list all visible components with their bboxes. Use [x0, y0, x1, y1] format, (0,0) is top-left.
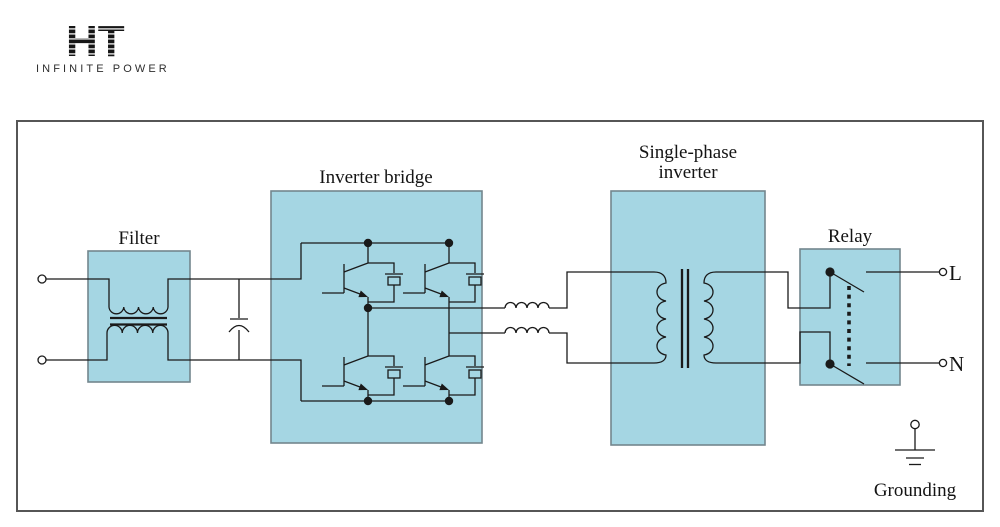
common-mode-choke — [46, 243, 302, 401]
single-phase-label-line2: inverter — [658, 162, 718, 183]
transformer — [611, 269, 765, 368]
logo-tagline: INFINITE POWER — [36, 63, 170, 75]
input-terminal-bottom — [37, 355, 47, 365]
filter-block — [87, 250, 191, 383]
grounding-label: Grounding — [874, 480, 957, 501]
line-terminal — [938, 267, 948, 277]
junction-dots — [363, 238, 454, 406]
dc-link-capacitor — [228, 279, 250, 360]
inverter-bridge-block — [270, 190, 483, 444]
relay-feed-top — [765, 271, 831, 309]
line-label: L — [949, 261, 962, 285]
relay-feed-bottom — [765, 331, 831, 364]
input-terminal-top — [37, 274, 47, 284]
filter-label: Filter — [118, 228, 160, 249]
ground-symbol — [895, 419, 935, 466]
neutral-terminal — [938, 358, 948, 368]
single-phase-label-line1: Single-phase — [639, 142, 737, 163]
relay-label: Relay — [828, 226, 873, 247]
logo-monogram: HT — [66, 17, 125, 60]
single-phase-inverter-block — [610, 190, 766, 446]
relay-contact-top — [825, 267, 939, 293]
relay-contact-bottom — [825, 359, 939, 385]
neutral-label: N — [949, 352, 964, 376]
output-inductor-lower — [449, 326, 611, 364]
inverter-bridge-label: Inverter bridge — [319, 167, 432, 188]
output-inductor-upper — [368, 271, 611, 309]
logo: HT — [66, 17, 125, 60]
